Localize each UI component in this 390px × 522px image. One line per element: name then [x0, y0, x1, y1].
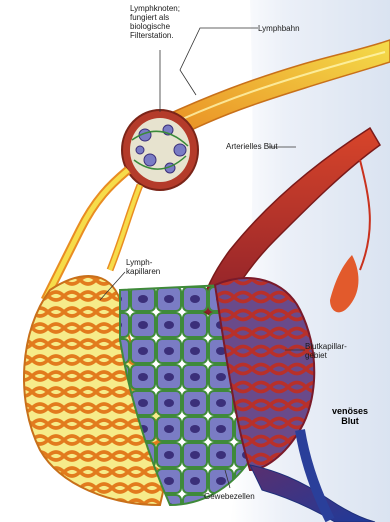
- label-lymph-vessel: Lymphbahn: [258, 24, 318, 33]
- label-arterial-blood: Arterielles Blut: [226, 142, 296, 151]
- label-venous-blood: venöses Blut: [325, 406, 375, 426]
- label-lymph-capillaries: Lymph- kapillaren: [126, 258, 171, 276]
- label-blood-capillaries: Blutkapillar- gebiet: [305, 342, 365, 360]
- label-lymph-node: Lymphknoten; fungiert als biologische Fi…: [130, 4, 205, 40]
- label-tissue-cells: Gewebezellen: [204, 492, 264, 501]
